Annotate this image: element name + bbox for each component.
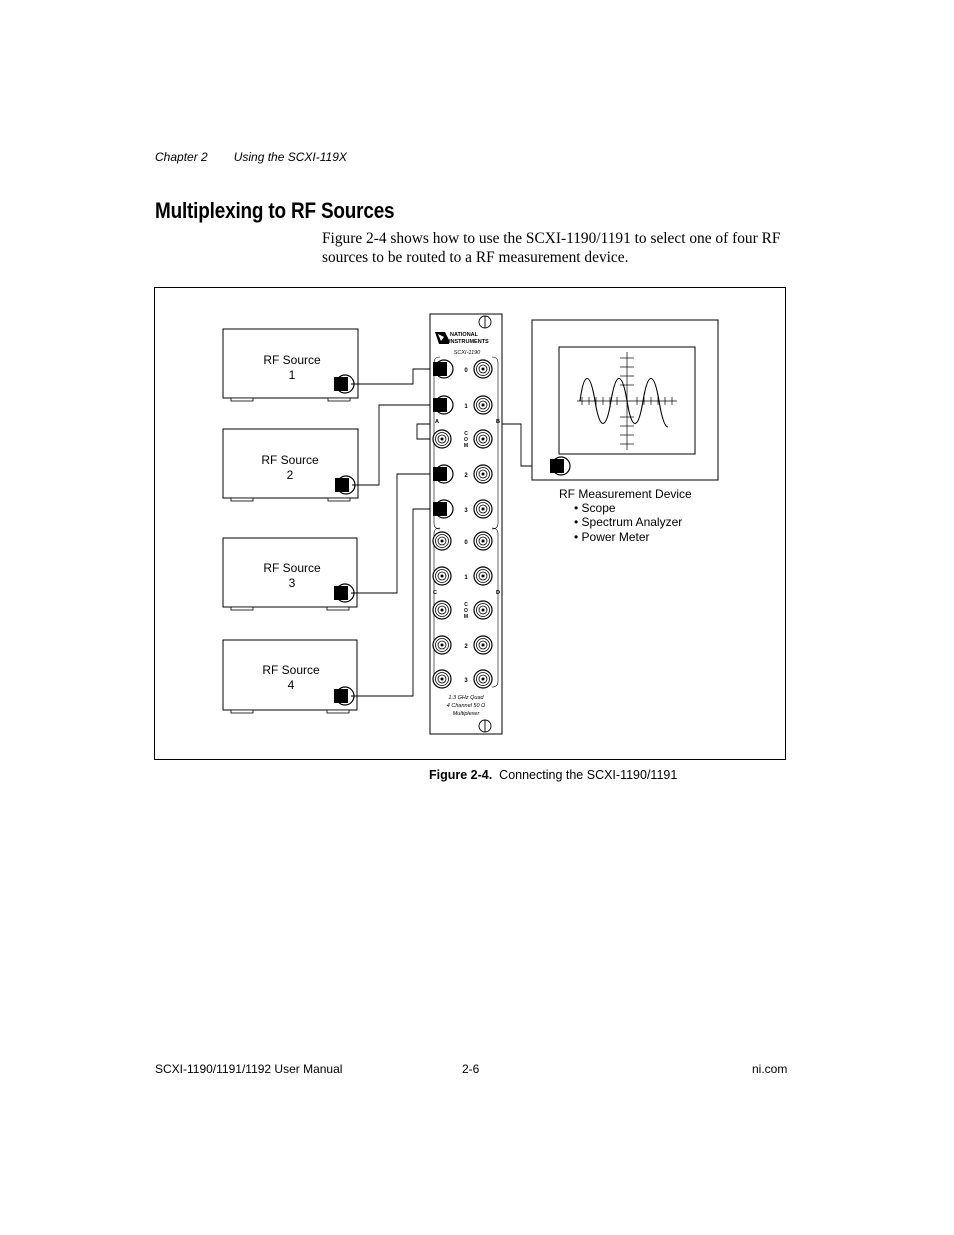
connector-d-com <box>473 600 493 620</box>
section-title: Multiplexing to RF Sources <box>155 198 395 223</box>
com-label-top-m: M <box>464 443 468 449</box>
cable-source-2 <box>352 404 434 486</box>
channel-label-bottom-2: 2 <box>464 644 468 650</box>
cable-source-1 <box>351 368 434 385</box>
channel-label-top-3: 3 <box>464 508 468 514</box>
rf-source-4: RF Source 4 <box>222 639 358 714</box>
footer-manual-title: SCXI-1190/1191/1192 User Manual <box>155 1062 343 1076</box>
bank-label-d: D <box>496 590 500 596</box>
connector-c0 <box>432 531 452 551</box>
connector-c-com <box>432 600 452 620</box>
com-label-bottom-m: M <box>464 614 468 620</box>
device-title: RF Measurement Device <box>559 487 692 501</box>
bank-label-c: C <box>433 590 437 596</box>
connector-c3 <box>432 669 452 689</box>
figure-label: Figure 2-4. <box>429 768 493 782</box>
connector-c2 <box>432 635 452 655</box>
rf-source-2-number: 2 <box>287 468 294 482</box>
connector-d3 <box>473 669 493 689</box>
connector-d1 <box>473 566 493 586</box>
chapter-title: Using the SCXI-119X <box>233 150 347 164</box>
rf-source-4-label: RF Source <box>262 663 320 677</box>
logo-line-2: INSTRUMENTS <box>449 339 489 345</box>
body-paragraph: Figure 2-4 shows how to use the SCXI-119… <box>322 230 781 266</box>
connector-d2 <box>473 635 493 655</box>
cable-source-3 <box>351 473 434 594</box>
connection-diagram: RF Source 1 RF Source 2 RF Source 3 RF S… <box>222 313 719 735</box>
rf-source-1: RF Source 1 <box>222 328 359 402</box>
channel-label-top-1: 1 <box>464 404 468 410</box>
rf-source-3-number: 3 <box>289 576 296 590</box>
connector-c1 <box>432 566 452 586</box>
bank-label-a: A <box>435 419 439 425</box>
rf-source-2: RF Source 2 <box>222 428 359 502</box>
connector-b1 <box>473 395 493 415</box>
cable-source-4 <box>351 508 434 697</box>
channel-label-top-0: 0 <box>464 368 468 374</box>
com-label-top-o: O <box>464 437 468 443</box>
connector-d0 <box>473 531 493 551</box>
connector-b-com <box>473 429 493 449</box>
bank-label-b: B <box>496 419 500 425</box>
running-header: Chapter 2 Using the SCXI-119X <box>155 150 347 164</box>
device-item-power-meter: • Power Meter <box>574 530 650 544</box>
scxi-module: NATIONAL INSTRUMENTS SCXI-1190 A B C D 0… <box>429 313 503 735</box>
ni-logo-icon <box>435 332 449 344</box>
device-item-spectrum-analyzer: • Spectrum Analyzer <box>574 515 682 529</box>
rf-source-2-label: RF Source <box>261 453 319 467</box>
sine-wave-trace <box>579 378 669 428</box>
rf-source-1-number: 1 <box>289 368 296 382</box>
connector-b0 <box>473 359 493 379</box>
figure-caption-text: Connecting the SCXI-1190/1191 <box>499 768 678 782</box>
connector-a-com <box>432 429 452 449</box>
rf-source-3: RF Source 3 <box>222 537 358 611</box>
channel-label-bottom-3: 3 <box>464 678 468 684</box>
device-item-scope: • Scope <box>574 501 616 515</box>
figure-frame: RF Source 1 RF Source 2 RF Source 3 RF S… <box>154 287 786 760</box>
figure-caption: Figure 2-4. Connecting the SCXI-1190/119… <box>429 768 677 782</box>
module-desc-line-2: 4 Channel 50 Ω <box>447 703 485 709</box>
chapter-label: Chapter 2 <box>155 150 208 164</box>
com-label-top-c: C <box>464 431 468 437</box>
rf-source-4-number: 4 <box>288 678 295 692</box>
com-label-bottom-c: C <box>464 602 468 608</box>
channel-label-bottom-0: 0 <box>464 540 468 546</box>
connector-b2 <box>473 464 493 484</box>
rf-source-3-label: RF Source <box>263 561 321 575</box>
channel-label-bottom-1: 1 <box>464 575 468 581</box>
module-desc-line-3: Multiplexer <box>453 711 481 717</box>
channel-label-top-2: 2 <box>464 473 468 479</box>
footer-website-link[interactable]: ni.com <box>752 1062 788 1076</box>
footer-page-number: 2-6 <box>462 1062 480 1076</box>
connector-b3 <box>473 499 493 519</box>
rf-measurement-device: RF Measurement Device • Scope • Spectrum… <box>531 319 719 544</box>
com-label-bottom-o: O <box>464 608 468 614</box>
rf-source-1-label: RF Source <box>263 353 321 367</box>
logo-line-1: NATIONAL <box>450 332 479 338</box>
module-desc-line-1: 1.3 GHz Quad <box>448 695 484 701</box>
module-model: SCXI-1190 <box>454 350 481 356</box>
